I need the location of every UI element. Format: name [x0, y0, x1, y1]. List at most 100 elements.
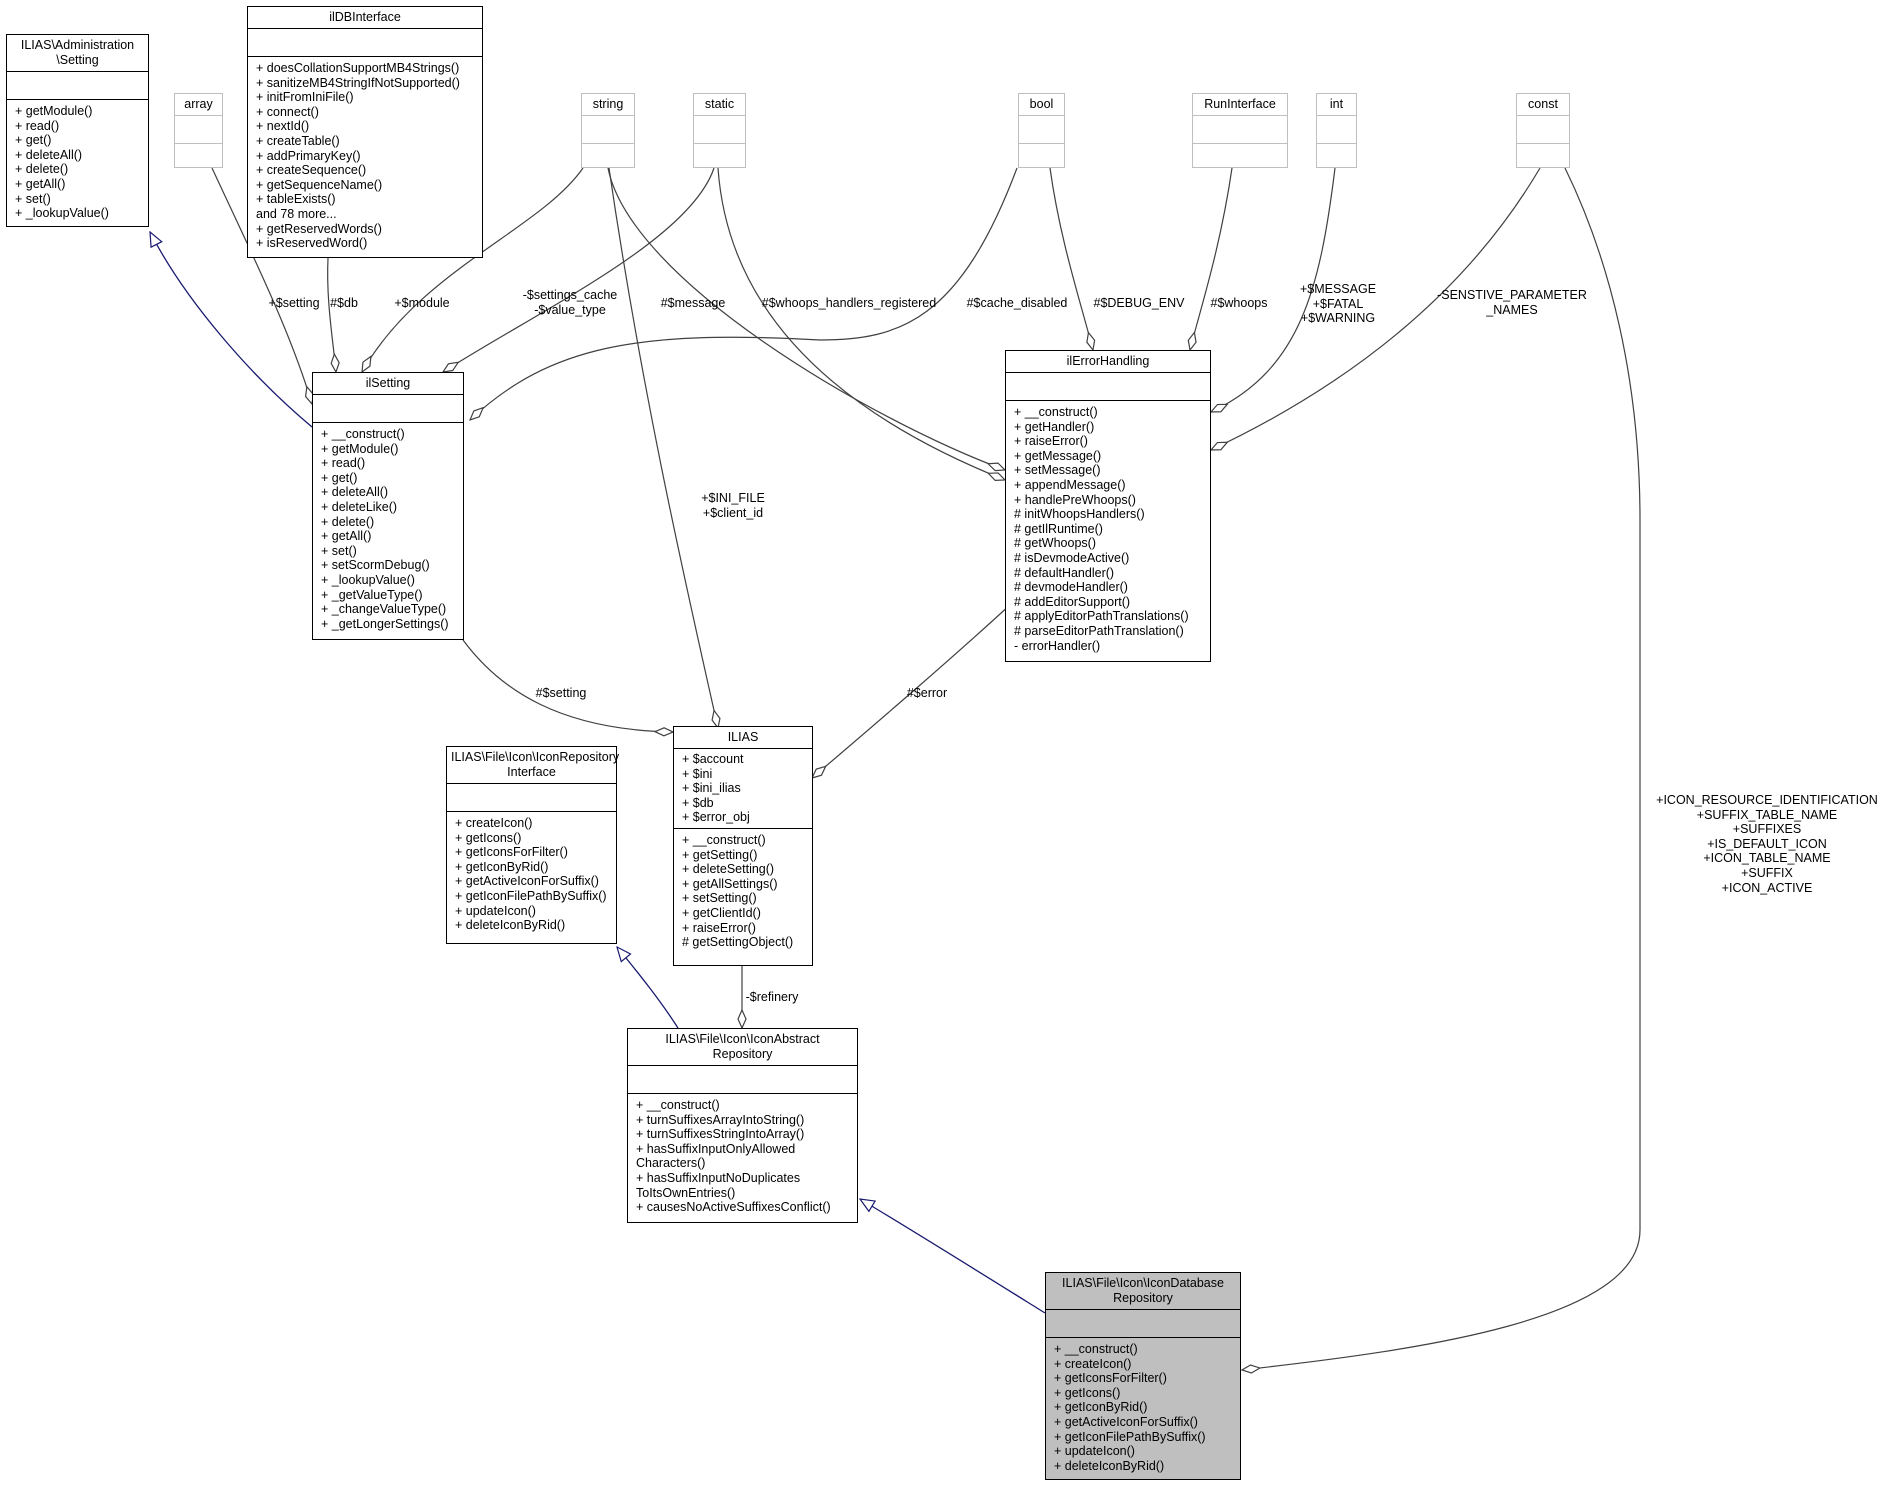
class-static[interactable]: static — [693, 93, 746, 168]
operation: + deleteAll() — [321, 485, 389, 500]
class-title: bool — [1019, 94, 1064, 116]
class-iconabstractrepository[interactable]: ILIAS\File\Icon\IconAbstract Repository … — [627, 1028, 858, 1223]
class-attributes — [1006, 373, 1210, 401]
class-attributes — [175, 116, 222, 144]
class-ilerrorhandling[interactable]: ilErrorHandling + __construct() + getHan… — [1005, 350, 1211, 662]
operation: + setScormDebug() — [321, 558, 430, 573]
operation: + read() — [321, 456, 366, 471]
class-runinterface[interactable]: RunInterface — [1192, 93, 1288, 168]
operation: + read() — [15, 118, 60, 133]
operation: + getSequenceName() — [256, 177, 383, 192]
class-operations: + __construct() + turnSuffixesArrayIntoS… — [628, 1094, 857, 1219]
operation: + raiseError() — [1014, 434, 1088, 449]
class-attributes — [7, 72, 148, 100]
operation: + __construct() — [1014, 405, 1098, 419]
operation: + getIconFilePathBySuffix() — [1054, 1429, 1206, 1444]
operation: + setSetting() — [682, 891, 757, 906]
class-attributes — [1317, 116, 1356, 144]
attribute: + $db — [682, 795, 714, 810]
class-operations: + doesCollationSupportMB4Strings() + san… — [248, 57, 482, 255]
class-bool[interactable]: bool — [1018, 93, 1065, 168]
operation: + connect() — [256, 104, 319, 119]
operation: + nextId() — [256, 119, 310, 134]
operation: + __construct() — [682, 832, 766, 847]
operation: + setMessage() — [1014, 463, 1101, 478]
class-operations: + __construct() + createIcon() + getIcon… — [1046, 1338, 1240, 1477]
class-title: array — [175, 94, 222, 116]
operation: + initFromIniFile() — [256, 90, 354, 105]
operation: + getIcons() — [455, 830, 522, 845]
operation: # addEditorSupport() — [1014, 594, 1131, 609]
class-array[interactable]: array — [174, 93, 223, 168]
class-attributes — [1019, 116, 1064, 144]
attribute: + $error_obj — [682, 810, 750, 825]
edge-label-ini-file: +$INI_FILE +$client_id — [701, 491, 765, 520]
class-ildbinterface[interactable]: ilDBInterface + doesCollationSupportMB4S… — [247, 6, 483, 258]
operation: + raiseError() — [682, 920, 756, 935]
class-attributes — [313, 395, 463, 423]
operation: and 78 more... — [256, 206, 337, 221]
class-operations — [1019, 144, 1064, 152]
operation: + isReservedWord() — [256, 236, 368, 251]
operation: # applyEditorPathTranslations() — [1014, 609, 1189, 624]
operation: + getActiveIconForSuffix() — [455, 874, 599, 889]
operation: # getWhoops() — [1014, 536, 1096, 551]
edge-static-ilsetting — [443, 167, 715, 372]
operation: + handlePreWhoops() — [1014, 492, 1136, 507]
edge-ilsetting-ilias — [462, 639, 673, 732]
edge-ilsetting-inherits-admin-setting — [150, 232, 313, 428]
operation: + getMessage() — [1014, 448, 1102, 463]
edge-bool-errorhandling — [1049, 167, 1093, 350]
operation: + set() — [15, 191, 51, 206]
operation: + _getLongerSettings() — [321, 616, 449, 631]
operation: + getHandler() — [1014, 419, 1095, 434]
operation: # getIlRuntime() — [1014, 521, 1103, 536]
class-ilias[interactable]: ILIAS + $account + $ini + $ini_ilias + $… — [673, 726, 813, 966]
class-title: string — [582, 94, 634, 116]
operation: + createIcon() — [455, 816, 533, 830]
class-int[interactable]: int — [1316, 93, 1357, 168]
class-attributes — [1517, 116, 1569, 144]
class-title: RunInterface — [1193, 94, 1287, 116]
class-operations: + createIcon() + getIcons() + getIconsFo… — [447, 812, 616, 937]
operation: + createIcon() — [1054, 1356, 1132, 1371]
operation: + updateIcon() — [455, 903, 536, 918]
class-operations: + __construct() + getSetting() + deleteS… — [674, 829, 812, 954]
edge-array-ilsetting — [211, 167, 312, 404]
operation: + getModule() — [15, 104, 93, 118]
class-operations: + getModule() + read() + get() + deleteA… — [7, 100, 148, 225]
class-attributes — [694, 116, 745, 144]
operation: + createSequence() — [256, 163, 367, 178]
class-ilsetting[interactable]: ilSetting + __construct() + getModule() … — [312, 372, 464, 640]
class-const[interactable]: const — [1516, 93, 1570, 168]
class-operations: + __construct() + getHandler() + raiseEr… — [1006, 401, 1210, 657]
class-title: ILIAS\File\Icon\IconRepository Interface — [447, 747, 619, 784]
operation: + causesNoActiveSuffixesConflict() — [636, 1200, 831, 1215]
class-title: ILIAS\File\Icon\IconDatabase Repository — [1046, 1273, 1240, 1310]
class-icondatabaserepository[interactable]: ILIAS\File\Icon\IconDatabase Repository … — [1045, 1272, 1241, 1480]
class-attributes — [628, 1066, 857, 1094]
class-iconrepositoryinterface[interactable]: ILIAS\File\Icon\IconRepository Interface… — [446, 746, 619, 944]
class-operations — [694, 144, 745, 152]
operation: + getModule() — [321, 441, 399, 456]
class-title: static — [694, 94, 745, 116]
class-admin-setting[interactable]: ILIAS\Administration \Setting + getModul… — [6, 34, 149, 227]
class-title: ilErrorHandling — [1006, 351, 1210, 373]
edge-label-whoops-handlers: #$whoops_handlers_registered — [761, 296, 937, 310]
operation: + _lookupValue() — [15, 206, 109, 221]
operation: + getReservedWords() — [256, 221, 382, 236]
attribute: + $ini_ilias — [682, 781, 741, 796]
class-string[interactable]: string — [581, 93, 635, 168]
operation: + get() — [321, 470, 358, 485]
edge-label-db: #$db — [330, 296, 358, 310]
class-operations — [1517, 144, 1569, 152]
class-attributes: + $account + $ini + $ini_ilias + $db + $… — [674, 749, 812, 829]
edge-int-errorhandling — [1211, 167, 1336, 412]
class-attributes — [1046, 1310, 1240, 1338]
edge-label-error: #$error — [906, 686, 948, 700]
operation: + sanitizeMB4StringIfNotSupported() — [256, 75, 460, 90]
edge-label-debug-env: #$DEBUG_ENV — [1093, 296, 1185, 310]
class-operations — [175, 144, 222, 152]
operation: + getIcons() — [1054, 1385, 1121, 1400]
